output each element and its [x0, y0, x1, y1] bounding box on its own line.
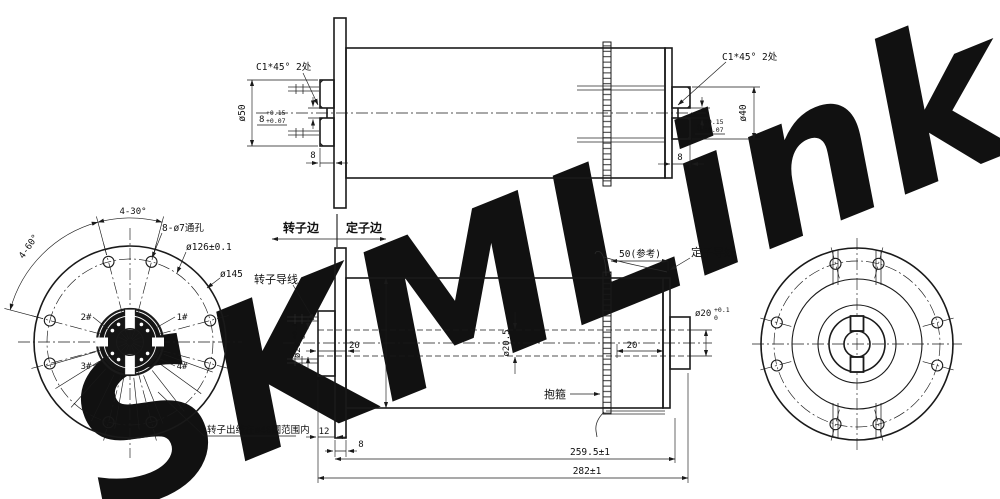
main-view: 转子导线 定子导线 抱箍 50(参考) ø99 ø20.5 ø20 +0.1 0…	[254, 245, 735, 483]
dim-dia40: ø40	[738, 104, 749, 121]
rear-outer-circle	[760, 247, 954, 441]
flange-outer-circle	[33, 245, 227, 439]
dim-bolt-circle: ø126±0.1	[186, 242, 232, 253]
front-dimensions	[4, 216, 296, 437]
rotor-lead-wires-top	[288, 84, 319, 138]
front-view: 4-30° 4-60° 8-ø7通孔 ø126±0.1 ø145 1# 2# 3…	[4, 207, 310, 458]
dim-keyway-left: 8 +0.15 +0.07	[259, 109, 286, 125]
bore-right-upper: +0.1	[714, 306, 730, 314]
dim-stub-left-8: 8	[310, 151, 315, 161]
dim-stub-right-8: 8	[677, 153, 682, 163]
keyway-right-upper: +0.15	[704, 118, 724, 126]
keyway-left-upper: +0.15	[266, 109, 286, 117]
dim-ref50: 50(参考)	[619, 248, 661, 260]
channel-4: 4#	[177, 362, 188, 372]
channel-1: 1#	[177, 313, 188, 323]
band-clamp-top	[602, 41, 612, 187]
bolt-holes-rear	[770, 257, 944, 431]
stator-stub-main	[669, 316, 691, 370]
end-cap	[664, 47, 673, 179]
top-view: C1*45° 2处 ø50 8 +0.15 +0.07 8 C1*45° 2处 …	[237, 17, 778, 209]
label-stator-leads: 定子导线	[691, 245, 735, 259]
rear-boss-circle	[791, 278, 923, 410]
stator-lead-wires-top	[577, 85, 665, 143]
main-dimensions	[292, 257, 712, 483]
bore-hidden-lines	[318, 329, 690, 357]
rear-keyway-bottom	[849, 356, 865, 373]
dim-dia99: ø99	[372, 288, 383, 305]
bore-right-lower: 0	[714, 314, 718, 322]
shaft-hatch	[117, 329, 143, 355]
dim-282: 282±1	[573, 466, 602, 477]
rear-hub-circle	[817, 304, 897, 384]
dim-keyway-right: 8 +0.15 +0.07	[697, 118, 724, 134]
fan-lines	[45, 351, 213, 430]
keyway-slot-bottom	[123, 353, 137, 376]
dim-outer-dia: ø145	[220, 269, 243, 280]
dim-dia20-5: ø20.5	[502, 329, 512, 356]
bore-right-base: ø20	[695, 309, 711, 319]
rotor-lead-wires-main	[287, 314, 318, 366]
rear-center-hole	[843, 330, 871, 358]
bolt-holes-front	[43, 255, 217, 429]
chamfer-note-right: C1*45° 2处	[722, 51, 778, 63]
dim-12: 12	[319, 427, 330, 437]
top-dimensions	[247, 61, 760, 168]
label-clamp: 抱箍	[544, 387, 566, 401]
band-clamp-main	[602, 271, 612, 415]
dim-259-5: 259.5±1	[570, 447, 610, 458]
dim-8-holes: 8-ø7通孔	[162, 223, 204, 234]
keyway-slot-top	[123, 308, 137, 331]
rotor-exit-note: 转子出线在ø40圆范围内	[207, 424, 310, 436]
rotor-stub-main	[317, 310, 336, 377]
brush-screws	[110, 322, 150, 362]
rear-view	[752, 238, 962, 452]
rear-wires	[832, 250, 882, 438]
chamfer-note-left: C1*45° 2处	[256, 61, 312, 73]
keyway-left-base: 8	[259, 115, 264, 125]
keyway-left-lower: +0.07	[266, 117, 286, 125]
rotor-shaft-stub	[319, 79, 335, 147]
dim-bore-left: ø20 +0.1 0	[291, 323, 307, 358]
bore-left-base: ø20	[293, 342, 303, 358]
channel-3: 3#	[81, 362, 92, 372]
stator-shaft-stub	[671, 86, 691, 140]
dim-20-right: 20	[627, 341, 638, 351]
dim-dia50: ø50	[237, 104, 248, 121]
dim-bore-right: ø20 +0.1 0	[695, 306, 730, 322]
bore-left-lower: 0	[299, 335, 307, 339]
dim-20-left: 20	[349, 341, 360, 351]
dim-4x30: 4-30°	[119, 207, 146, 217]
bore-left-upper: +0.1	[291, 323, 299, 339]
rear-keyway-top	[849, 315, 865, 332]
label-stator-side: 定子边	[346, 220, 383, 235]
keyway-right-base: 8	[697, 124, 702, 134]
keyway-right-lower: +0.07	[704, 126, 724, 134]
channel-2: 2#	[81, 313, 92, 323]
label-rotor-leads: 转子导线	[254, 272, 298, 286]
side-labels: 转子边 定子边	[271, 214, 387, 247]
brush-hub	[95, 307, 165, 377]
stator-lead-wire-main	[594, 250, 668, 438]
dim-8: 8	[358, 440, 363, 450]
dim-4x60: 4-60°	[17, 233, 41, 261]
label-rotor-side: 转子边	[283, 220, 320, 235]
rear-centerlines	[752, 238, 962, 452]
